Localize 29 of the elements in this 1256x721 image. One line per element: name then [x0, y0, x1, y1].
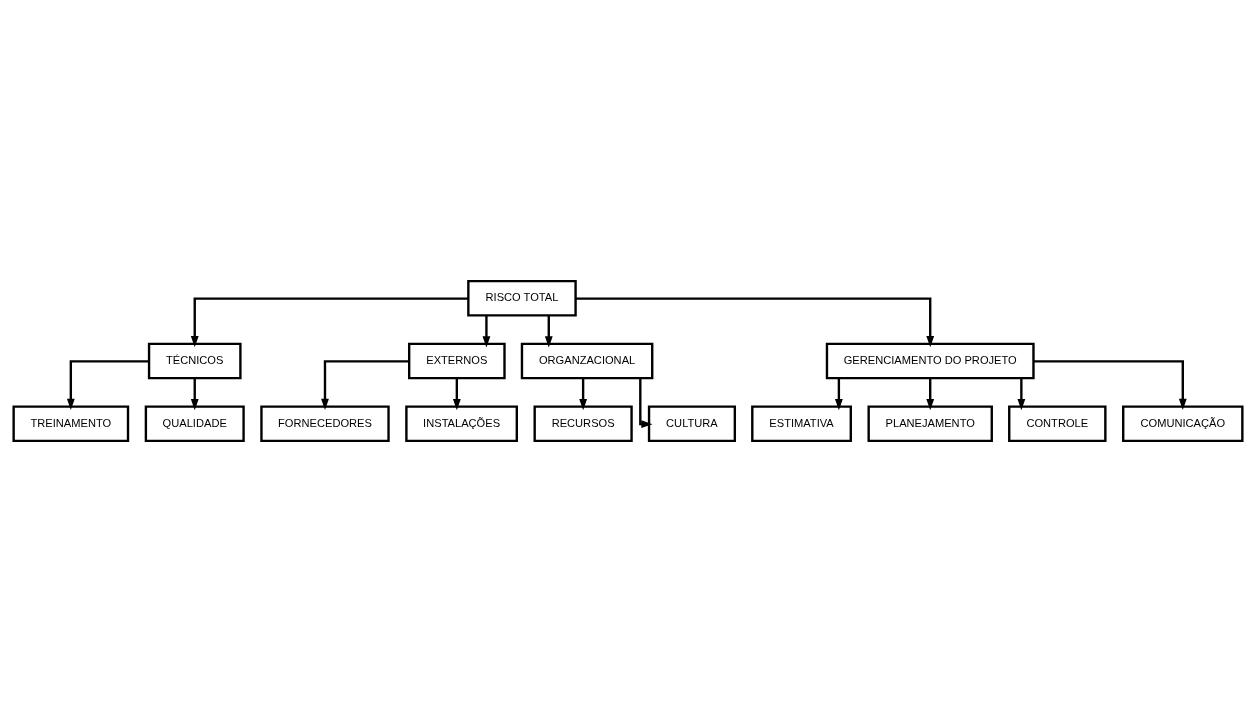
arrow	[190, 377, 199, 410]
arrow	[579, 377, 588, 410]
arrow	[321, 359, 409, 410]
node-box: RECURSOS	[533, 405, 633, 442]
arrow	[1033, 359, 1187, 410]
node-box: TREINAMENTO	[12, 405, 130, 442]
node-box: COMUNICAÇÃO	[1122, 405, 1244, 442]
arrow	[452, 377, 461, 410]
arrow	[482, 314, 491, 347]
node-box: PLANEJAMENTO	[867, 405, 993, 442]
node-box: QUALIDADE	[144, 405, 245, 442]
arrow	[1017, 377, 1026, 410]
node-box: EXTERNOS	[408, 342, 506, 379]
arrow	[66, 359, 149, 410]
node-box: RISCO TOTAL	[467, 279, 577, 316]
arrow	[834, 377, 843, 410]
arrow	[190, 296, 469, 347]
node-box: TÉCNICOS	[147, 342, 242, 379]
arrow	[575, 296, 935, 347]
node-box: GERENCIAMENTO DO PROJETO	[825, 342, 1035, 379]
node-box: CONTROLE	[1008, 405, 1107, 442]
arrow	[544, 314, 553, 347]
arrow	[639, 377, 653, 428]
node-box: FORNECEDORES	[260, 405, 390, 442]
node-box: INSTALAÇÕES	[405, 405, 518, 442]
node-box: ESTIMATIVA	[751, 405, 852, 442]
arrow	[926, 377, 935, 410]
node-box: CULTURA	[647, 405, 737, 442]
node-box: ORGANZACIONAL	[520, 342, 654, 379]
